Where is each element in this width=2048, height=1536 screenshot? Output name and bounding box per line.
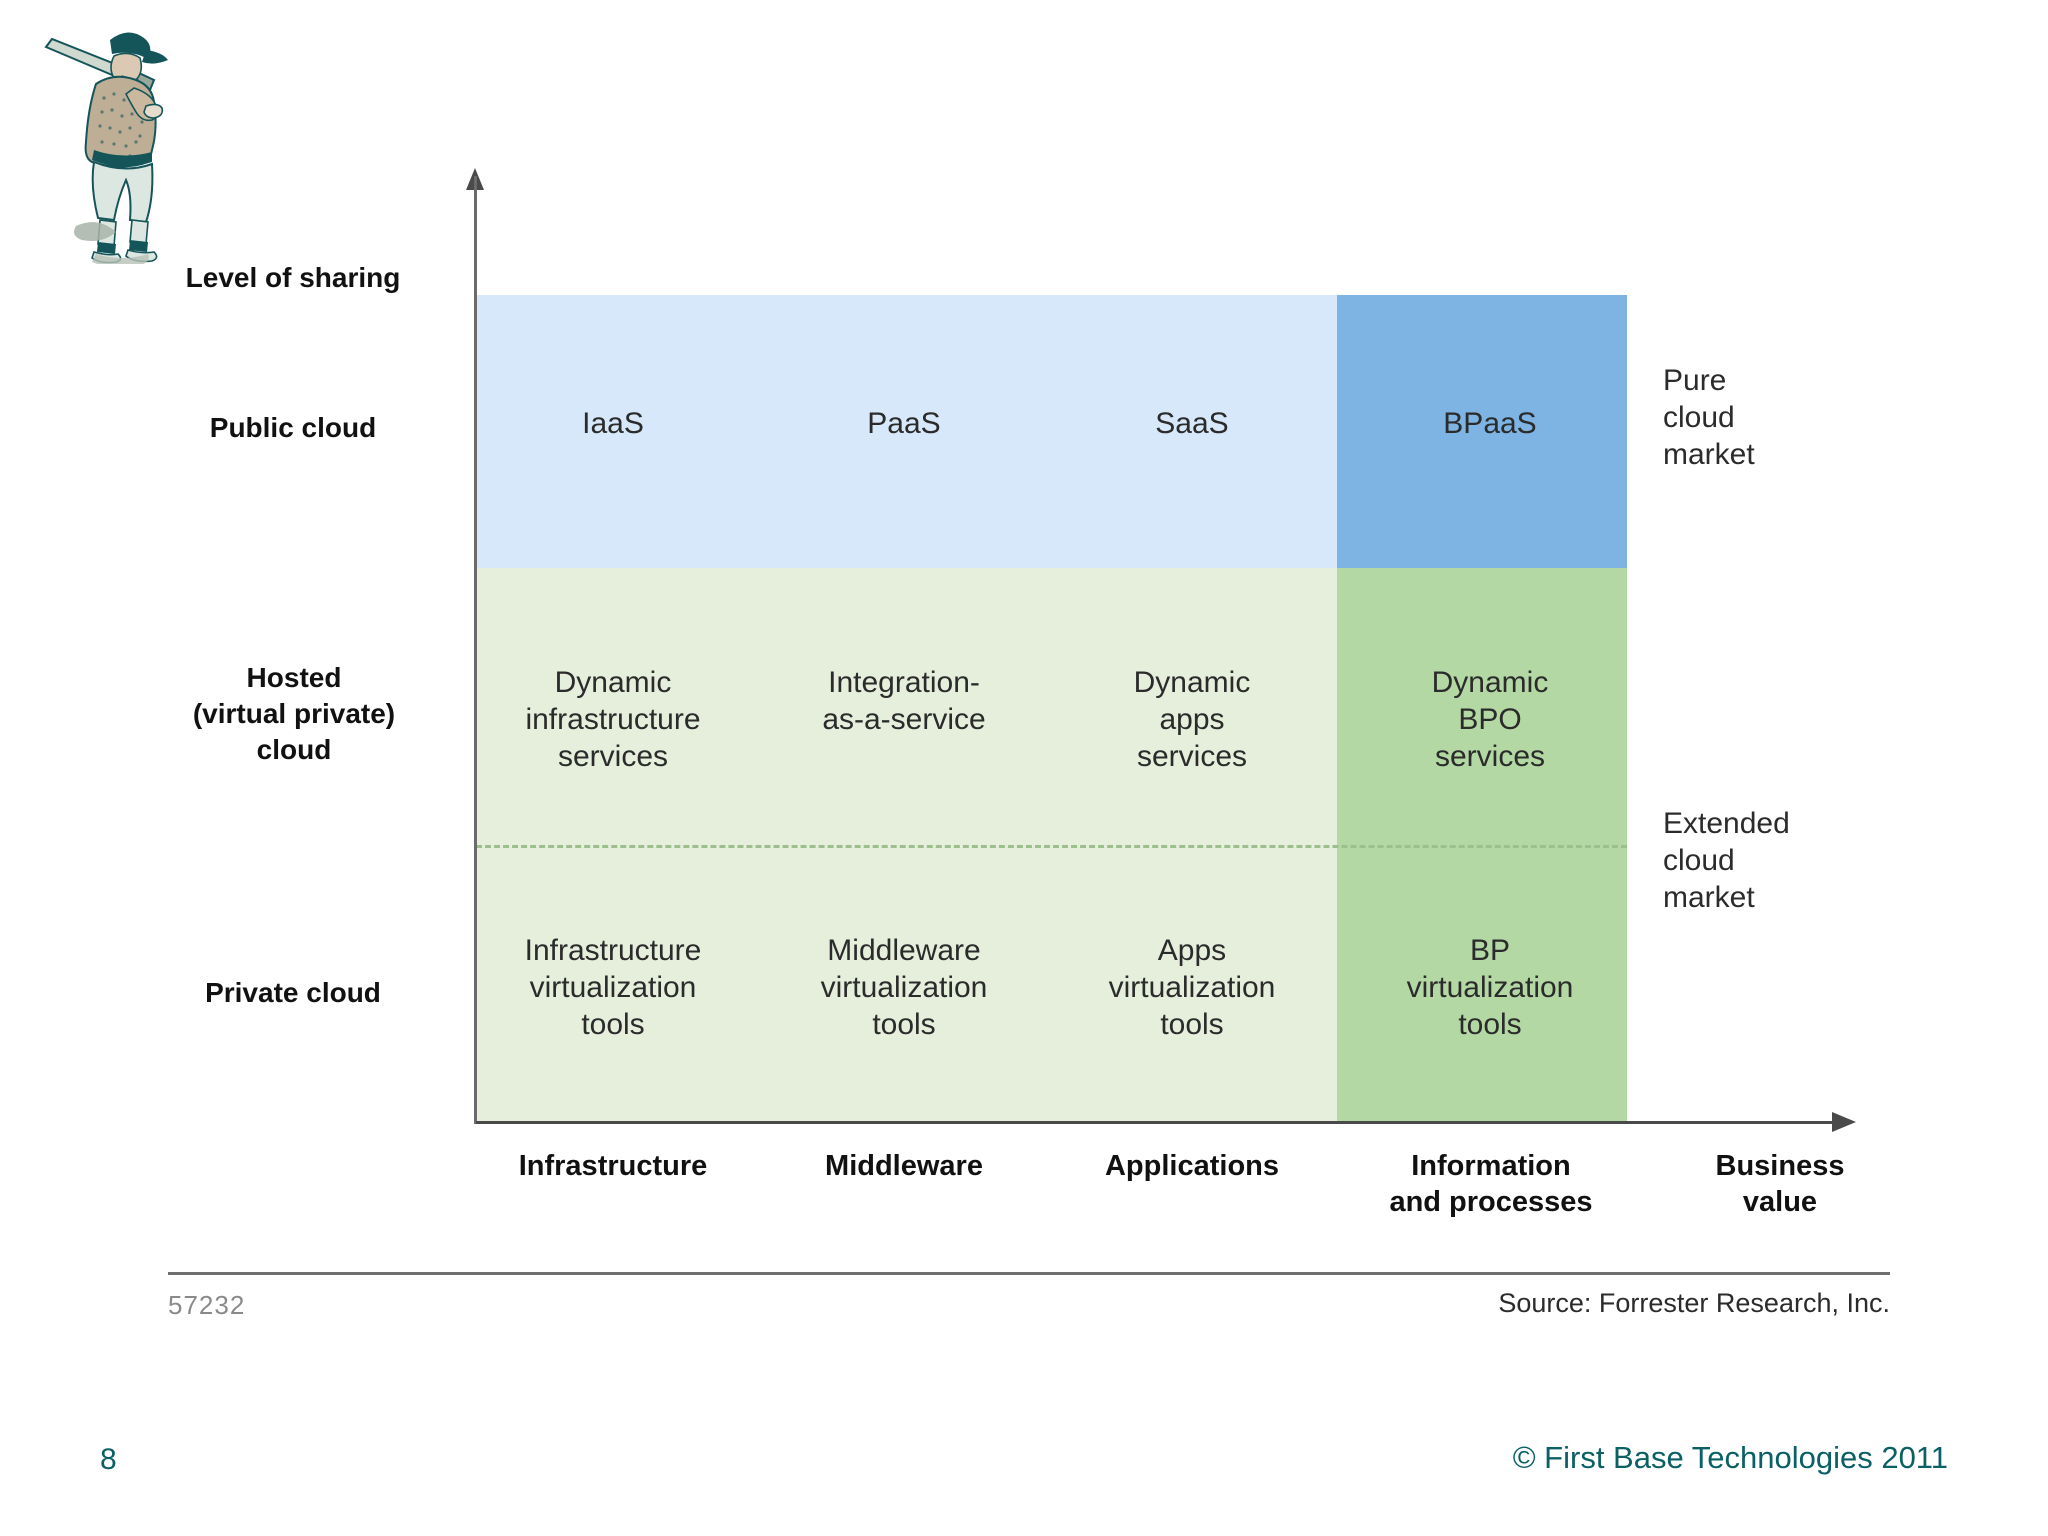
x-axis-arrow — [1832, 1112, 1856, 1132]
chart-plot-area — [476, 295, 1627, 1122]
col-label-applications: Applications — [1104, 1150, 1279, 1182]
y-axis-title: Level of sharing — [185, 262, 401, 293]
cell-dynamic-apps-services: Dynamic apps services — [1133, 666, 1251, 773]
row-label-hosted-cloud: Hosted (virtual private) cloud — [192, 662, 396, 765]
cell-infrastructure-virtualization-tools: Infrastructure virtualization tools — [524, 934, 702, 1041]
copyright-notice: © First Base Technologies 2011 — [1512, 1440, 1948, 1475]
cell-dynamic-infrastructure-services: Dynamic infrastructure services — [525, 666, 701, 773]
x-axis-line — [476, 1121, 1836, 1124]
col-label-infrastructure: Infrastructure — [518, 1150, 708, 1182]
cell-saas: SaaS — [1155, 407, 1229, 440]
col-label-middleware: Middleware — [825, 1150, 983, 1182]
page-number: 8 — [100, 1443, 117, 1476]
forrester-cloud-market-figure: Level of sharing Public cloud Hosted (vi… — [168, 168, 1890, 1320]
figure-id: 57232 — [168, 1290, 246, 1320]
cell-middleware-virtualization-tools: Middleware virtualization tools — [820, 934, 988, 1041]
cell-dynamic-bpo-services: Dynamic BPO services — [1431, 666, 1549, 773]
x-axis-title: Business value — [1715, 1150, 1845, 1218]
baseball-batter-illustration — [38, 14, 188, 268]
cell-integration-as-a-service: Integration- as-a-service — [822, 666, 986, 736]
cell-apps-virtualization-tools: Apps virtualization tools — [1108, 934, 1276, 1041]
cell-bpaas: BPaaS — [1443, 407, 1537, 440]
highlight-column-bpaas — [1337, 295, 1627, 568]
row-label-public-cloud: Public cloud — [209, 412, 377, 443]
source-divider-rule — [168, 1272, 1890, 1275]
cell-paas: PaaS — [867, 407, 941, 440]
extended-cloud-divider — [476, 845, 1627, 848]
col-label-information-and-processes: Information and processes — [1389, 1150, 1593, 1218]
cell-iaas: IaaS — [582, 407, 644, 440]
cell-bp-virtualization-tools: BP virtualization tools — [1406, 934, 1574, 1041]
y-axis-line — [474, 176, 477, 1124]
row-label-private-cloud: Private cloud — [205, 977, 381, 1008]
figure-source: Source: Forrester Research, Inc. — [1498, 1288, 1890, 1318]
annotation-pure-cloud-market: Pure cloud market — [1663, 364, 1755, 471]
annotation-extended-cloud-market: Extended cloud market — [1663, 807, 1790, 914]
